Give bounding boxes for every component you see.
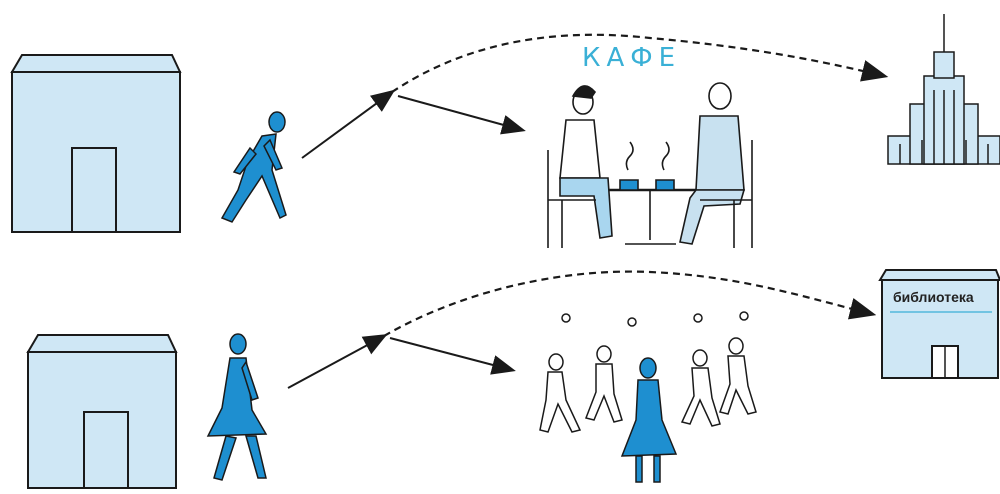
walking-man-icon bbox=[220, 111, 287, 223]
dashed-arrow-icon-bottom bbox=[383, 270, 877, 337]
dancing-people-icon bbox=[539, 311, 757, 483]
arrow-icon-top bbox=[301, 89, 526, 159]
cafe-sign: КАФЕ bbox=[582, 43, 681, 73]
library-sign: библиотека bbox=[893, 289, 974, 305]
library-building-icon bbox=[878, 269, 1000, 379]
university-tower-icon bbox=[887, 14, 1000, 165]
cafe-couple-icon bbox=[547, 82, 753, 248]
house-icon-bottom bbox=[26, 334, 178, 489]
walking-woman-icon bbox=[206, 333, 268, 481]
dashed-arrow-icon-top bbox=[391, 33, 889, 93]
arrow-icon-bottom bbox=[287, 334, 516, 389]
house-icon-top bbox=[10, 54, 182, 233]
